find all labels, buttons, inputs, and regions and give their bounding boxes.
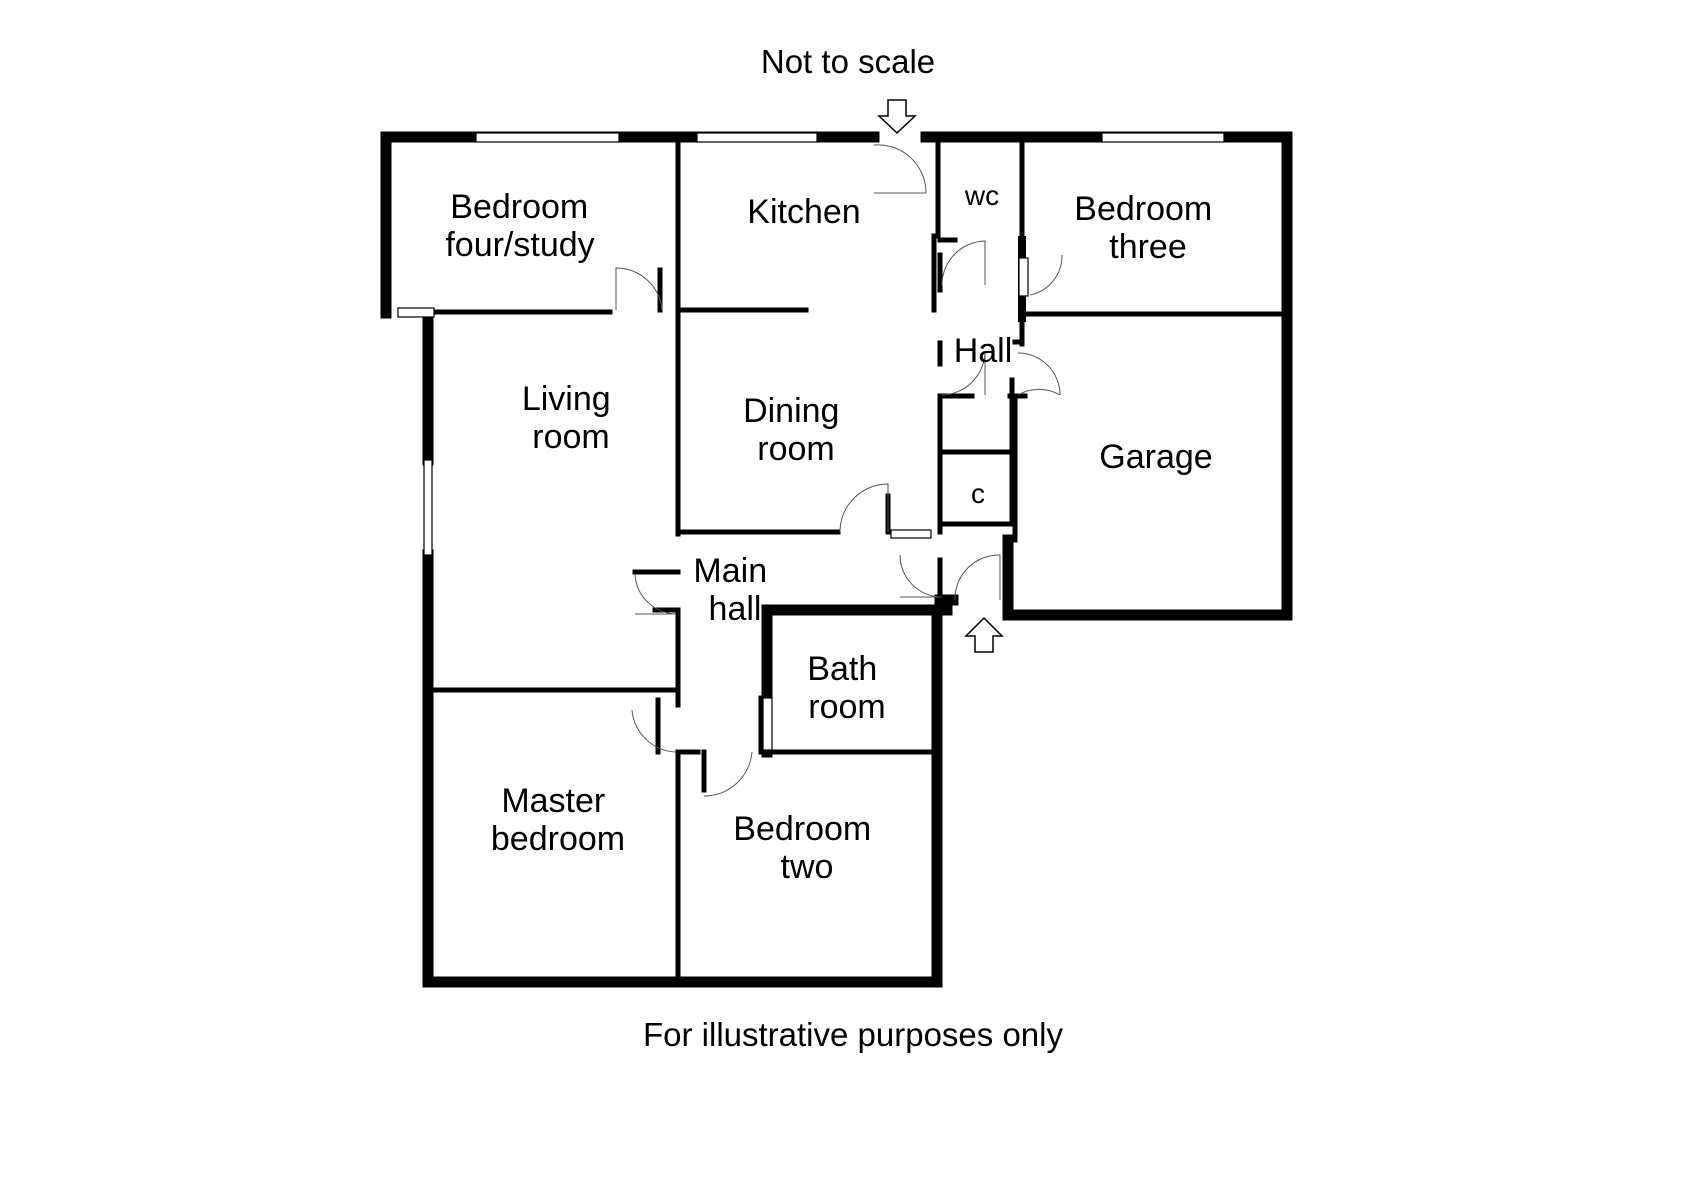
room-label-bedroom-two: Bedroom two [733,810,880,886]
room-label-bathroom: Bath room [807,650,886,726]
room-label-wc: wc [964,180,999,211]
room-label-living-room: Living room [522,380,620,456]
room-label-dining-room: Dining room [743,392,849,468]
entrances [877,99,1004,653]
window-bedroom-four-side [397,307,435,318]
room-label-bedroom-four: Bedroom four/study [445,188,597,264]
room-label-kitchen: Kitchen [747,193,860,231]
room-label-garage: Garage [1099,438,1212,476]
room-label-cupboard: c [971,478,985,509]
room-labels: Bedroom four/study Kitchen wc Bedroom th… [445,180,1221,886]
window-bathroom [762,697,773,751]
note-illustrative: For illustrative purposes only [643,1016,1064,1053]
window-main-hall [890,529,932,539]
room-label-master-bedroom: Master bedroom [491,782,625,858]
room-label-main-hall: Main hall [693,552,776,628]
note-not-to-scale: Not to scale [761,43,935,80]
door-swings [615,144,1063,797]
window-living-room [423,459,433,556]
arrow-up-icon [964,616,1004,653]
arrow-down-icon [877,99,917,135]
interior-walls [429,142,1288,981]
window-bedroom-three [1101,132,1225,143]
window-kitchen [696,132,818,143]
window-wc [1018,257,1029,297]
room-label-hall: Hall [954,332,1013,370]
room-label-bedroom-three: Bedroom three [1074,190,1221,266]
window-bedroom-four [475,132,620,143]
windows [397,132,1225,751]
